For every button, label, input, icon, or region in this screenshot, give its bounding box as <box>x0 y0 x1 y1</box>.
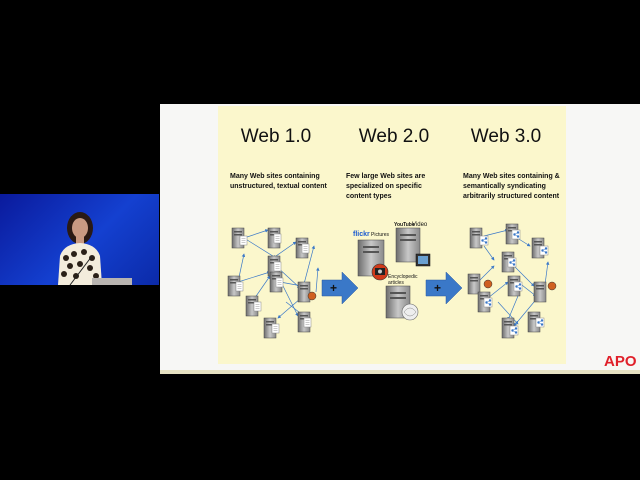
plus-symbol-2: + <box>434 281 441 295</box>
encyclopedic-label: Encyclopedic <box>388 274 418 280</box>
speaker-video-panel <box>0 194 159 285</box>
web-evolution-diagram: + + flickr Pictures YouTube Video <box>227 222 557 339</box>
plus-symbol-1: + <box>330 281 337 295</box>
desc-web-3-0: Many Web sites containing & semantically… <box>463 173 560 200</box>
pictures-label: Pictures <box>371 232 390 238</box>
web2-cluster: flickr Pictures YouTube Video Encycloped… <box>353 222 431 321</box>
heading-web-3-0: Web 3.0 <box>470 126 542 147</box>
heading-web-2-0: Web 2.0 <box>358 126 430 147</box>
plus-arrow-2 <box>425 271 463 305</box>
articles-label: articles <box>388 280 404 286</box>
web3-servers <box>467 223 557 339</box>
desc-web-1-0: Many Web sites containing unstructured, … <box>230 173 327 190</box>
web1-servers <box>227 227 317 339</box>
flickr-label: flickr <box>353 231 370 238</box>
youtube-label: YouTube <box>394 222 415 228</box>
wikipedia-globe-icon <box>401 303 419 321</box>
apo-logo: APO <box>604 353 637 370</box>
slide-content: Web 1.0 Web 2.0 Web 3.0 Many Web sites c… <box>218 106 566 364</box>
speaker-figure <box>58 212 132 285</box>
heading-web-1-0: Web 1.0 <box>240 126 312 147</box>
video-label: Video <box>412 222 428 228</box>
desc-web-2-0: Few large Web sites are specialized on s… <box>346 173 426 200</box>
slide-bottom-strip <box>160 370 640 374</box>
plus-arrow-1 <box>321 271 359 305</box>
